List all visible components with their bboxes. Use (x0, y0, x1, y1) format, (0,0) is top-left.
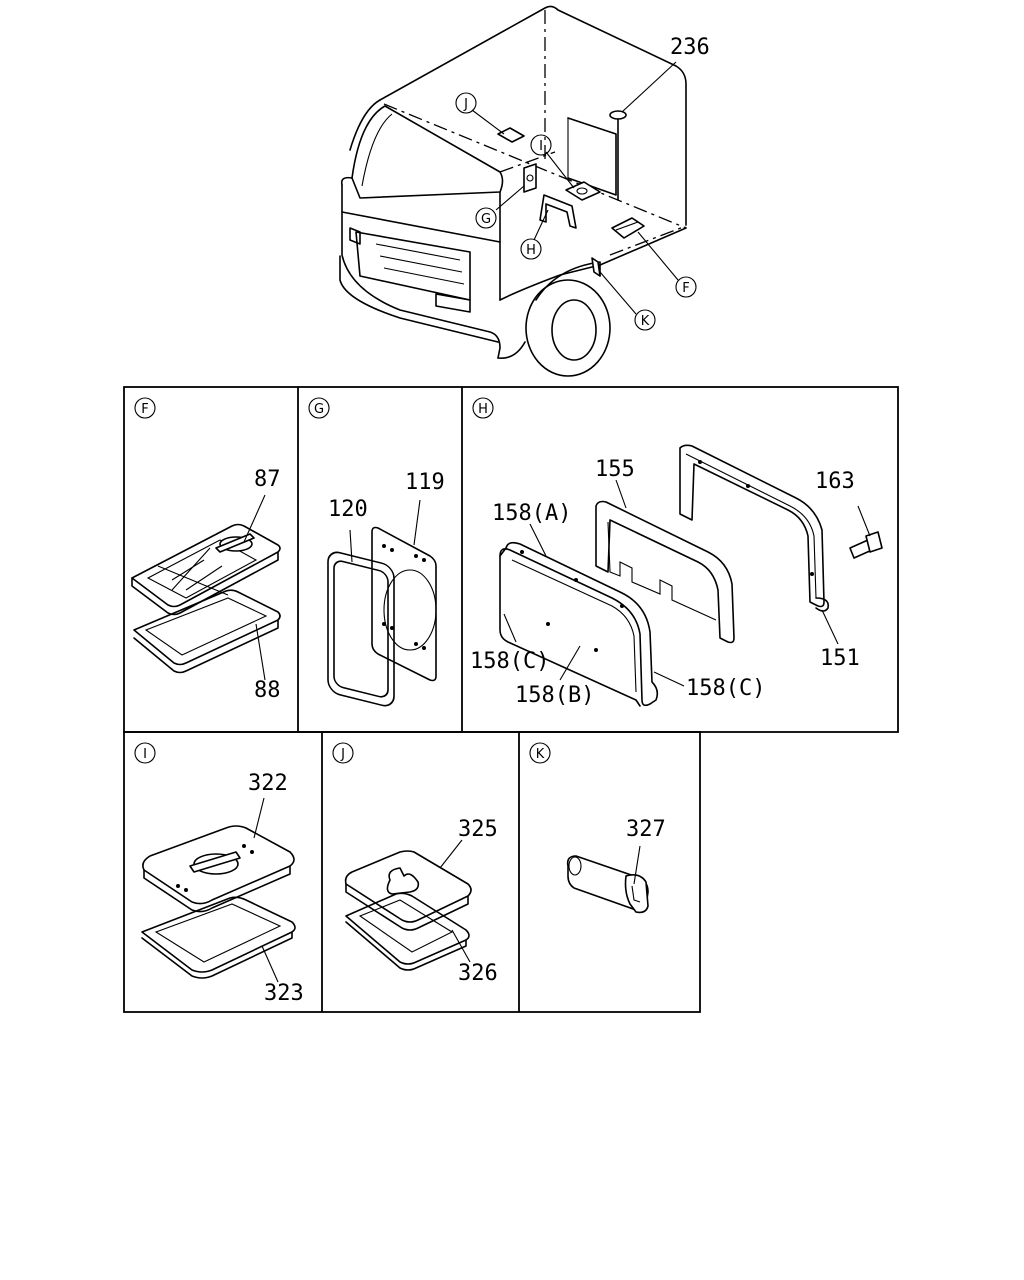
callout-j-letter: J (463, 97, 468, 112)
panel-frames (123, 386, 899, 1013)
panel-g-letter: G (314, 402, 324, 417)
panel-h: H 155 163 158(A) 158(C) 158(B) 158(C) 15… (470, 397, 883, 708)
panel-i-letter: I (143, 747, 147, 762)
part-label-120: 120 (328, 497, 368, 522)
panel-h-letter: H (478, 402, 488, 417)
panel-f: F 87 88 (131, 397, 281, 703)
part-label-119: 119 (405, 470, 445, 495)
callout-j: J (455, 92, 477, 114)
callout-k: K (634, 309, 656, 331)
part-label-155: 155 (595, 457, 635, 482)
part-label-325: 325 (458, 817, 498, 842)
panel-i: I 322 323 (134, 742, 304, 1006)
part-label-158c-right: 158(C) (686, 676, 765, 701)
panel-f-letter: F (141, 402, 148, 417)
callout-i-letter: I (539, 139, 543, 154)
callout-i: I (530, 134, 552, 156)
callout-g-letter: G (481, 212, 491, 227)
callout-f-letter: F (682, 281, 689, 296)
callout-g: G (475, 207, 497, 229)
part-label-158b: 158(B) (515, 683, 594, 708)
part-label-151: 151 (820, 646, 860, 671)
callout-h: H (520, 238, 542, 260)
part-label-88: 88 (254, 678, 281, 703)
panel-g: G 120 119 (308, 397, 445, 707)
panel-j: J 325 326 (332, 742, 498, 986)
part-label-327: 327 (626, 817, 666, 842)
van-overview: J I G H F K 236 (339, 5, 710, 377)
part-label-158a: 158(A) (492, 501, 571, 526)
part-label-322: 322 (248, 771, 288, 796)
callout-k-letter: K (641, 314, 650, 329)
callout-h-letter: H (526, 243, 536, 258)
panel-j-letter: J (340, 747, 345, 762)
part-label-87: 87 (254, 467, 281, 492)
part-label-163: 163 (815, 469, 855, 494)
part-label-236: 236 (670, 35, 710, 60)
panel-k: K 327 (529, 742, 666, 914)
panel-k-letter: K (536, 747, 545, 762)
callout-f: F (675, 276, 697, 298)
part-label-326: 326 (458, 961, 498, 986)
part-label-158c-left: 158(C) (470, 649, 549, 674)
part-label-323: 323 (264, 981, 304, 1006)
